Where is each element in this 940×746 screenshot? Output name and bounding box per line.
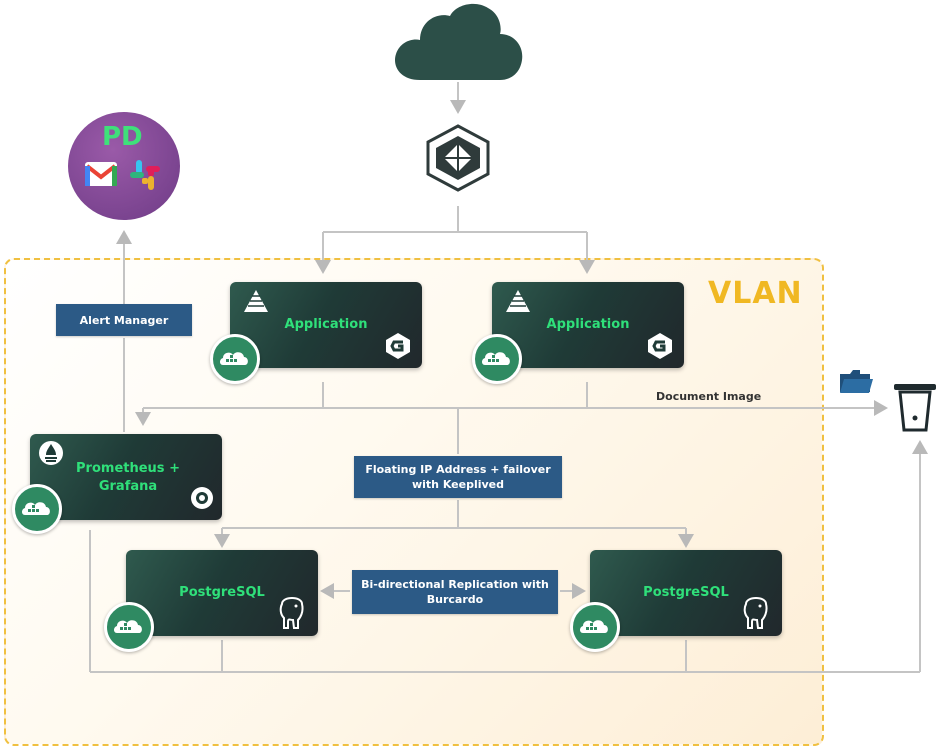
floating-ip-box: Floating IP Address + failover with Keep… <box>354 456 562 498</box>
g-logo-icon <box>386 333 410 359</box>
postgres-elephant-icon <box>743 597 768 629</box>
postgresql-card-2: PostgreSQL <box>590 550 782 636</box>
docker-cloud-icon <box>104 602 154 652</box>
pyramid-icon <box>506 290 530 312</box>
grafana-icon <box>191 487 213 509</box>
pagerduty-logo: PD <box>102 122 143 152</box>
docker-cloud-icon <box>472 334 522 384</box>
docker-cloud-icon <box>12 484 62 534</box>
load-balancer-icon <box>426 124 490 192</box>
cloud-icon <box>395 3 523 80</box>
monitoring-title: Prometheus + Grafana <box>76 461 180 494</box>
document-image-label: Document Image <box>656 390 762 403</box>
postgresql-title-2: PostgreSQL <box>643 585 729 600</box>
folder-icon <box>840 370 873 393</box>
bucket-icon <box>894 384 936 432</box>
application-title-2: Application <box>546 317 630 332</box>
docker-cloud-icon <box>570 602 620 652</box>
gmail-icon <box>85 162 117 186</box>
notification-hub: PD <box>68 112 180 220</box>
g-logo-icon <box>648 333 672 359</box>
vlan-label: VLAN <box>708 276 803 311</box>
replication-box: Bi-directional Replication with Burcardo <box>352 570 558 614</box>
docker-cloud-icon <box>210 334 260 384</box>
application-card-1: Application <box>230 282 422 368</box>
postgres-elephant-icon <box>279 597 304 629</box>
postgresql-card-1: PostgreSQL <box>126 550 318 636</box>
application-title-1: Application <box>284 317 368 332</box>
slack-icon <box>130 160 160 190</box>
alert-manager-box: Alert Manager <box>56 304 192 336</box>
application-card-2: Application <box>492 282 684 368</box>
pyramid-icon <box>244 290 268 312</box>
postgresql-title-1: PostgreSQL <box>179 585 265 600</box>
monitoring-card: Prometheus + Grafana <box>30 434 222 520</box>
prometheus-icon <box>39 441 63 465</box>
